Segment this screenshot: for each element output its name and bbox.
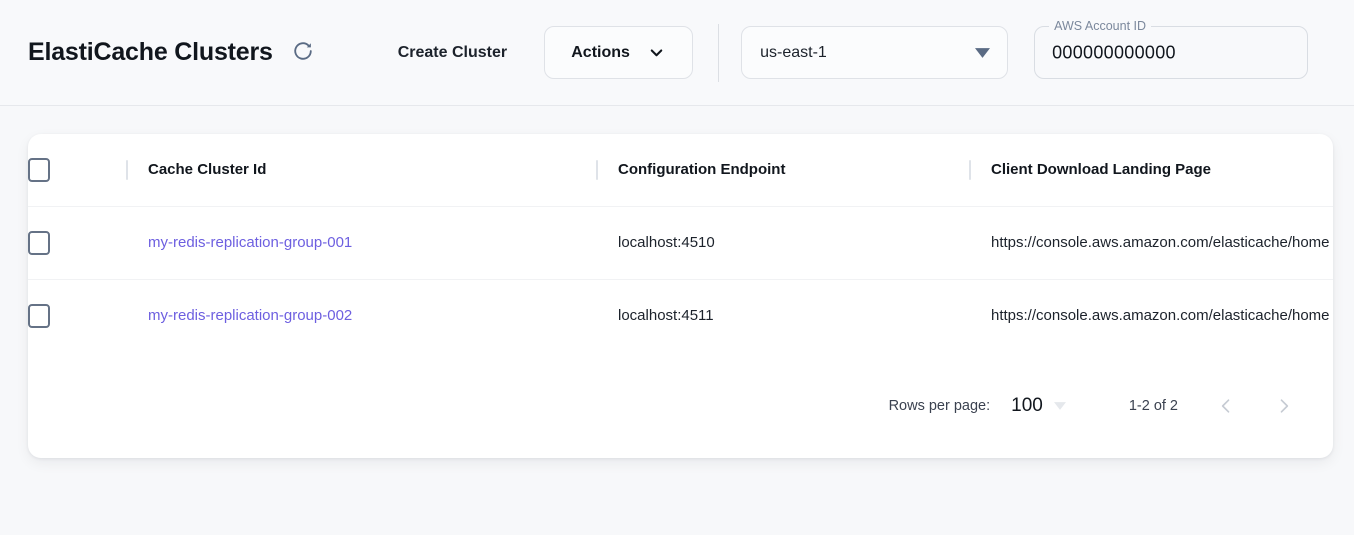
row-checkbox[interactable] [28,230,50,255]
clusters-card: Cache Cluster Id Configuration Endpoint … [28,134,1333,458]
landing-page-value: https://console.aws.amazon.com/elasticac… [991,234,1330,251]
aws-account-id-field[interactable]: AWS Account ID 000000000000 [1034,18,1309,79]
row-select-cell [28,205,126,279]
table-body: my-redis-replication-group-001 localhost… [28,205,1333,352]
cell-configuration-endpoint: localhost:4510 [596,205,969,279]
column-header-configuration-endpoint-label: Configuration Endpoint [618,161,786,179]
chevron-left-icon [1216,396,1236,416]
create-cluster-button[interactable]: Create Cluster [394,36,511,70]
page-title: ElastiCache Clusters [28,38,273,66]
cluster-link[interactable]: my-redis-replication-group-001 [148,234,353,251]
column-header-cache-cluster-id[interactable]: Cache Cluster Id [126,134,596,206]
aws-account-id-value: 000000000000 [1052,42,1176,62]
content-area: Cache Cluster Id Configuration Endpoint … [0,106,1354,458]
row-checkbox[interactable] [28,303,50,328]
column-header-client-download-landing-page[interactable]: Client Download Landing Page [969,134,1333,206]
column-header-select-all [28,134,126,206]
column-header-client-download-landing-page-label: Client Download Landing Page [991,161,1212,179]
toolbar-divider [718,23,720,82]
region-select-value: us-east-1 [760,43,827,61]
table-header: Cache Cluster Id Configuration Endpoint … [28,134,1333,206]
cell-client-download-landing-page: https://console.aws.amazon.com/elasticac… [969,205,1333,279]
configuration-endpoint-value: localhost:4511 [618,307,714,325]
landing-page-value: https://console.aws.amazon.com/elasticac… [991,307,1330,325]
select-all-checkbox[interactable] [28,157,50,182]
previous-page-button[interactable] [1208,388,1244,424]
column-header-configuration-endpoint[interactable]: Configuration Endpoint [596,134,969,206]
cell-client-download-landing-page: https://console.aws.amazon.com/elasticac… [969,278,1333,352]
refresh-button[interactable] [288,38,318,68]
table-row[interactable]: my-redis-replication-group-002 localhost… [28,278,1333,352]
pagination-range: 1-2 of 2 [1128,398,1178,414]
cell-cache-cluster-id: my-redis-replication-group-001 [126,205,596,279]
chevron-down-icon [647,43,666,62]
rows-per-page-select[interactable]: 100 [1011,395,1066,417]
clusters-table: Cache Cluster Id Configuration Endpoint … [28,134,1333,352]
aws-account-id-label: AWS Account ID [1049,18,1152,34]
pagination-bar: Rows per page: 100 1-2 of 2 [28,354,1333,458]
rows-per-page-label: Rows per page: [888,398,991,414]
cluster-link[interactable]: my-redis-replication-group-002 [148,307,353,325]
table-row[interactable]: my-redis-replication-group-001 localhost… [28,205,1333,279]
refresh-icon [292,40,314,65]
actions-button[interactable]: Actions [544,26,694,79]
configuration-endpoint-value: localhost:4510 [618,234,715,251]
chevron-right-icon [1274,396,1294,416]
row-select-cell [28,278,126,352]
top-toolbar: ElastiCache Clusters Create Cluster Acti… [0,0,1354,106]
actions-button-label: Actions [571,43,630,61]
column-header-cache-cluster-id-label: Cache Cluster Id [148,161,267,179]
cell-cache-cluster-id: my-redis-replication-group-002 [126,278,596,352]
cell-configuration-endpoint: localhost:4511 [596,278,969,352]
triangle-down-icon [975,47,991,58]
next-page-button[interactable] [1266,388,1302,424]
table-header-row: Cache Cluster Id Configuration Endpoint … [28,134,1333,206]
rows-per-page-value: 100 [1011,395,1043,416]
triangle-down-icon [1053,402,1066,410]
region-select[interactable]: us-east-1 [741,26,1009,79]
